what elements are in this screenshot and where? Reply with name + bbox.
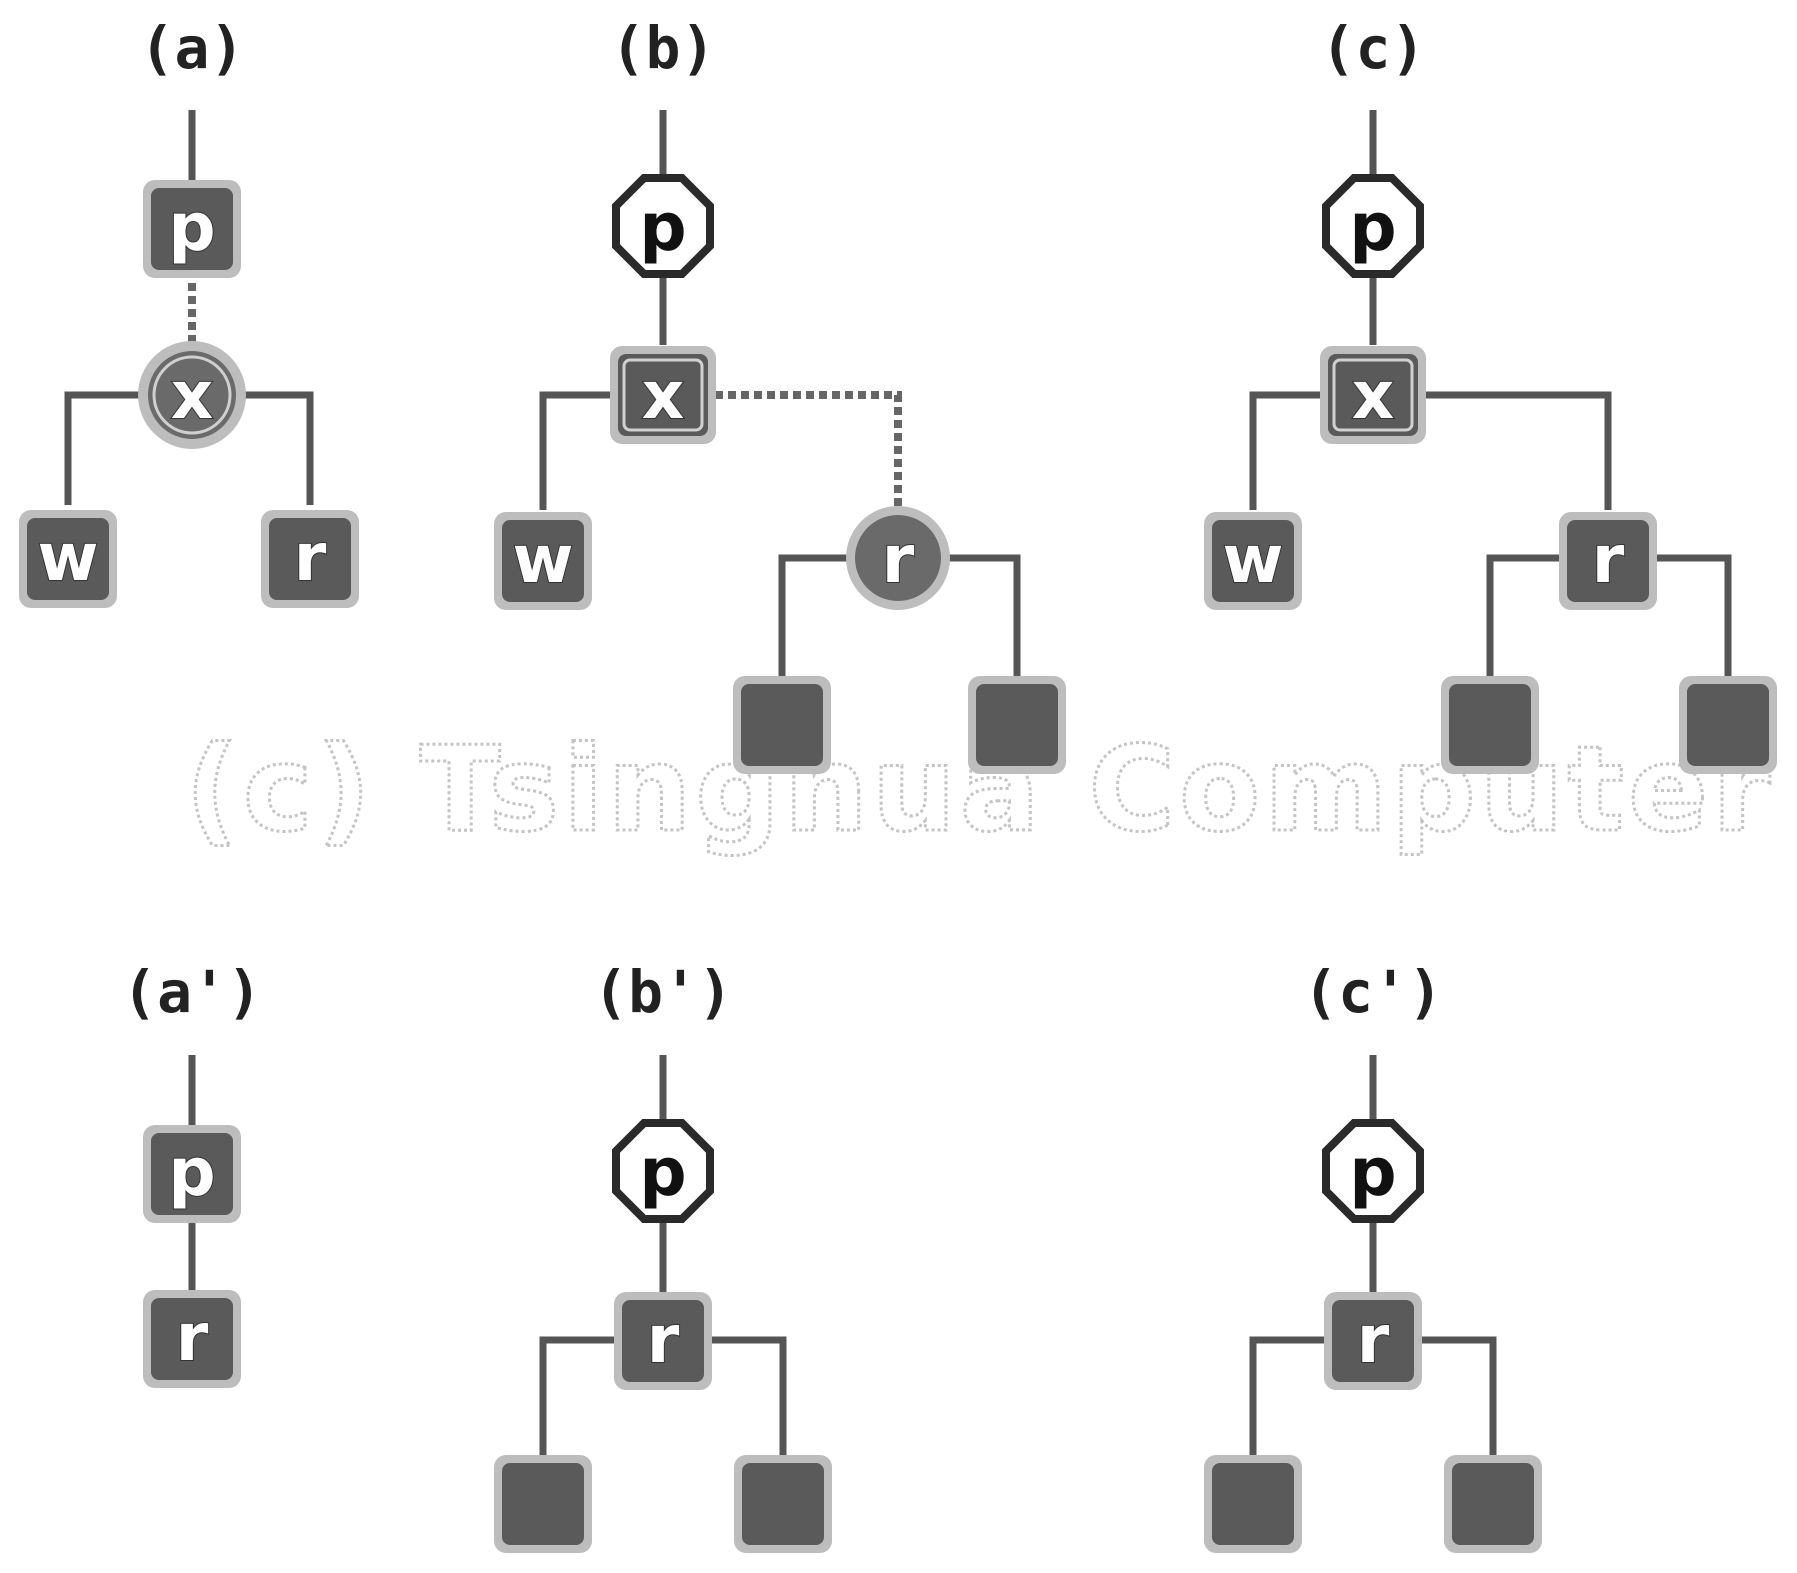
edge-c2-r-right (1421, 1336, 1497, 1460)
edge-b-r-left (778, 554, 850, 680)
node-b-x: x (610, 346, 716, 444)
node-a2-r-label: r (176, 1299, 209, 1376)
edge-c-x-w (1249, 391, 1320, 510)
node-c2-r-label: r (1357, 1301, 1390, 1378)
panel-b-prime-label: (b') (593, 958, 733, 1026)
node-c-w-label: w (1223, 521, 1284, 598)
panel-b-label: (b) (611, 14, 716, 82)
node-a-w: w (19, 510, 117, 608)
node-a2-r: r (143, 1290, 241, 1388)
node-a-x: x (138, 341, 246, 449)
node-c2-leaf-left (1204, 1455, 1302, 1553)
node-c-p-label: p (1349, 189, 1396, 266)
node-c2-leaf-right (1444, 1455, 1542, 1553)
node-b-leaf-left (733, 676, 831, 774)
panel-c-prime-label: (c') (1303, 958, 1443, 1026)
node-c-leaf-left (1441, 676, 1539, 774)
node-c-leaf-right (1679, 676, 1777, 774)
panel-a: (a) p x w r (19, 14, 359, 608)
edge-b2-r-right (711, 1336, 787, 1460)
node-b-r: r (846, 506, 950, 610)
node-c-x-label: x (1352, 357, 1395, 434)
edge-c-r-left (1486, 554, 1560, 680)
edge-c2-r-left (1249, 1336, 1325, 1460)
node-b2-r-label: r (647, 1301, 680, 1378)
edge-c-x-r (1425, 391, 1612, 510)
edge-a-x-r (245, 391, 314, 505)
node-c2-r: r (1324, 1292, 1422, 1390)
node-c-p: p (1322, 174, 1424, 278)
panel-c-label: (c) (1321, 14, 1426, 82)
node-a-p-label: p (168, 189, 215, 266)
node-c-r-label: r (1592, 521, 1625, 598)
panel-a-label: (a) (140, 14, 245, 82)
node-b-p: p (612, 174, 714, 278)
node-c-r: r (1559, 512, 1657, 610)
panel-a-prime-label: (a') (122, 958, 262, 1026)
node-b2-p-label: p (639, 1134, 686, 1211)
node-a-w-label: w (38, 519, 99, 596)
node-b-leaf-right (968, 676, 1066, 774)
node-b-w-label: w (513, 521, 574, 598)
node-a-r: r (261, 510, 359, 608)
node-b2-leaf-right (734, 1455, 832, 1553)
edge-b-r-right (946, 554, 1021, 680)
edge-b2-r-left (539, 1336, 615, 1460)
panel-c: (c) p x w r (1204, 14, 1777, 774)
node-a2-p-label: p (168, 1134, 215, 1211)
node-c-w: w (1204, 512, 1302, 610)
panel-c-prime: (c') p r (1204, 958, 1542, 1553)
node-a-r-label: r (294, 519, 327, 596)
node-b2-p: p (612, 1119, 714, 1223)
edge-b-x-r-dotted (715, 391, 902, 510)
edge-b-x-w (539, 391, 612, 510)
node-b-x-label: x (642, 357, 685, 434)
node-b2-r: r (614, 1292, 712, 1390)
edge-a-x-w (64, 391, 140, 505)
node-b-r-label: r (882, 521, 915, 598)
node-b2-leaf-left (494, 1455, 592, 1553)
panel-b-prime: (b') p r (494, 958, 832, 1553)
node-a2-p: p (143, 1125, 241, 1223)
node-c-x: x (1320, 346, 1426, 444)
panel-b: (b) p x w r (494, 14, 1066, 774)
node-a-x-label: x (171, 357, 214, 434)
node-a-p: p (143, 180, 241, 278)
panel-a-prime: (a') p r (122, 958, 262, 1388)
node-c2-p: p (1322, 1119, 1424, 1223)
node-b-p-label: p (639, 189, 686, 266)
node-c2-p-label: p (1349, 1134, 1396, 1211)
node-b-w: w (494, 512, 592, 610)
edge-c-r-right (1656, 554, 1732, 680)
